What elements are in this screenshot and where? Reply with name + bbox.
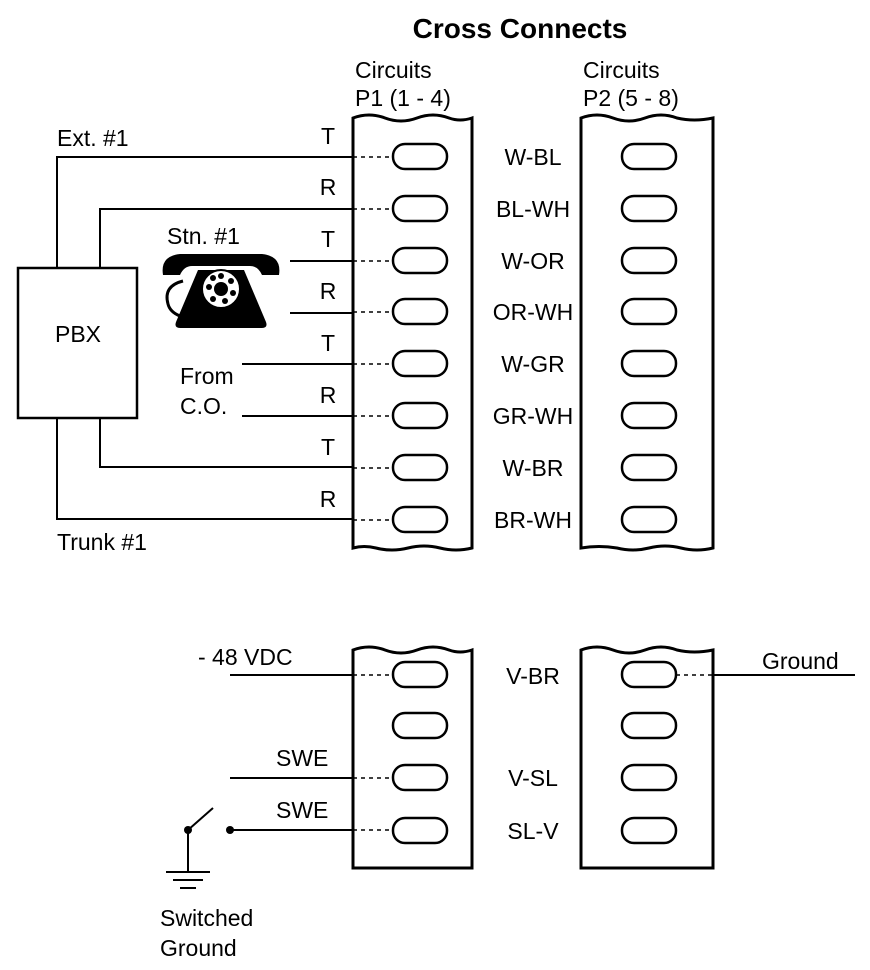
- pbx-label: PBX: [55, 321, 101, 347]
- upper-wiring: [56, 156, 353, 520]
- trunk-ring-wire: [56, 418, 353, 520]
- p2-slot-1: [620, 142, 678, 171]
- lower-pair-color-2: V-SL: [508, 765, 558, 791]
- panel-p2-heading-line1: Circuits: [583, 57, 660, 83]
- p2-lower-slot-2: [620, 711, 678, 740]
- p2-lower-slot-4: [620, 816, 678, 845]
- swe-label-1: SWE: [276, 745, 328, 771]
- tr-label-6: R: [320, 382, 337, 408]
- panel-p1-heading-line2: P1 (1 - 4): [355, 85, 451, 111]
- p1-slot-3: [391, 246, 449, 275]
- switched-label-line1: Switched: [160, 905, 253, 931]
- lower-pair-color-1: V-BR: [506, 663, 560, 689]
- p1-slot-7: [391, 453, 449, 482]
- pair-color-2: BL-WH: [496, 196, 570, 222]
- tr-label-3: T: [321, 226, 335, 252]
- telephone-icon: [162, 254, 280, 328]
- panel-p2-slots: [620, 142, 678, 534]
- ext-tip-wire: [56, 156, 353, 268]
- from-label: From: [180, 363, 234, 389]
- panel-p1-heading-line1: Circuits: [355, 57, 432, 83]
- diagram-title: Cross Connects: [413, 13, 628, 44]
- pair-color-6: GR-WH: [493, 403, 573, 429]
- p1-lower-slot-4: [391, 816, 449, 845]
- p1-slot-4: [391, 297, 449, 326]
- p2-slot-4: [620, 297, 678, 326]
- swe-label-2: SWE: [276, 797, 328, 823]
- pbx-box: [16, 266, 139, 420]
- tr-label-5: T: [321, 330, 335, 356]
- p1-slot-6: [391, 401, 449, 430]
- p2-slot-2: [620, 194, 678, 223]
- panel-p1-slots: [391, 142, 449, 534]
- lower-slots: [391, 660, 678, 845]
- panel-p1-lower: [351, 645, 474, 870]
- p1-slot-2: [391, 194, 449, 223]
- p1-lower-slot-3: [391, 763, 449, 792]
- switched-label-line2: Ground: [160, 935, 237, 961]
- p1-slot-8: [391, 505, 449, 534]
- lower-wiring: [230, 674, 855, 831]
- p1-slot-5: [391, 349, 449, 378]
- lower-pair-color-3: SL-V: [507, 818, 559, 844]
- tr-label-1: T: [321, 123, 335, 149]
- tr-label-4: R: [320, 278, 337, 304]
- panel-p1-upper: [351, 113, 474, 552]
- tr-label-8: R: [320, 486, 337, 512]
- pair-color-1: W-BL: [504, 144, 561, 170]
- p2-slot-5: [620, 349, 678, 378]
- panel-p2-heading-line2: P2 (5 - 8): [583, 85, 679, 111]
- ground-label: Ground: [762, 648, 839, 674]
- p2-lower-slot-1: [620, 660, 678, 689]
- p1-lower-slot-1: [391, 660, 449, 689]
- vdc-label: - 48 VDC: [198, 644, 293, 670]
- p1-slot-1: [391, 142, 449, 171]
- tip-ring-labels: T R T R T R T R: [320, 123, 337, 512]
- pair-color-4: OR-WH: [493, 299, 573, 325]
- pair-color-3: W-OR: [501, 248, 564, 274]
- pair-color-5: W-GR: [501, 351, 564, 377]
- tr-label-7: T: [321, 434, 335, 460]
- pair-color-7: W-BR: [503, 455, 564, 481]
- ext-label: Ext. #1: [57, 125, 129, 151]
- pair-color-8: BR-WH: [494, 507, 572, 533]
- ground-switch-icon: [166, 807, 234, 889]
- p1-lower-slot-2: [391, 711, 449, 740]
- p2-slot-8: [620, 505, 678, 534]
- panel-p2-lower: [579, 645, 715, 870]
- co-label: C.O.: [180, 393, 227, 419]
- p2-lower-slot-3: [620, 763, 678, 792]
- tr-label-2: R: [320, 174, 337, 200]
- stn-label: Stn. #1: [167, 223, 240, 249]
- trunk-label: Trunk #1: [57, 529, 147, 555]
- trunk-tip-wire: [99, 418, 353, 468]
- p2-slot-6: [620, 401, 678, 430]
- p2-slot-3: [620, 246, 678, 275]
- pair-color-labels: W-BL BL-WH W-OR OR-WH W-GR GR-WH W-BR BR…: [493, 144, 573, 533]
- ext-ring-wire: [99, 208, 353, 268]
- panel-p2-upper: [579, 113, 715, 552]
- upper-dashed-connectors: [353, 156, 393, 521]
- p2-slot-7: [620, 453, 678, 482]
